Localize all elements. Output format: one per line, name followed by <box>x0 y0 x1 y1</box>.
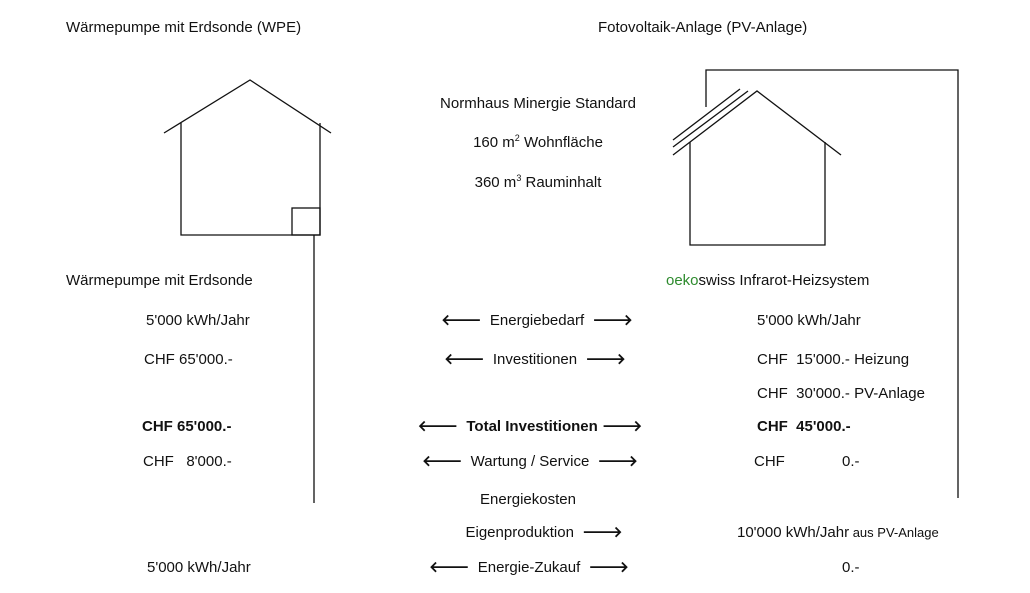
pv-cable-line <box>705 69 959 498</box>
energy-demand-label: 🡐 Energiebedarf 🡒 <box>441 312 633 329</box>
left-system-heading: Wärmepumpe mit Erdsonde <box>66 272 253 289</box>
arrow-left-icon: 🡐 <box>417 418 459 435</box>
right-self-production: 10'000 kWh/Jahr aus PV-Anlage <box>737 524 939 541</box>
right-maintenance-value: 0.- <box>842 453 860 470</box>
left-energy-purchase: 5'000 kWh/Jahr <box>147 559 251 576</box>
right-investment-heating: CHF 15'000.- Heizung <box>757 351 910 368</box>
brand-name-green: oeko <box>666 272 699 289</box>
left-house-icon <box>163 79 332 503</box>
right-title: Fotovoltaik-Anlage (PV-Anlage) <box>598 19 808 36</box>
energy-costs-label: Energiekosten <box>480 491 576 508</box>
left-total-investment: CHF 65'000.- <box>142 418 232 435</box>
arrow-left-icon: 🡐 <box>444 351 485 368</box>
maintenance-label: 🡐 Wartung / Service 🡒 <box>422 453 638 470</box>
investment-label: 🡐 Investitionen 🡒 <box>444 351 626 368</box>
brand-name-dark: swiss <box>698 272 736 289</box>
right-house-icon <box>672 69 959 498</box>
self-production-label: Eigenproduktion 🡒 <box>465 524 623 541</box>
left-title: Wärmepumpe mit Erdsonde (WPE) <box>66 19 302 36</box>
room-volume-label: 360 m3 Rauminhalt <box>474 173 602 192</box>
arrow-left-icon: 🡐 <box>422 453 463 470</box>
energy-purchase-label: 🡐 Energie-Zukauf 🡒 <box>429 559 629 576</box>
heat-pump-box <box>291 207 321 236</box>
arrow-right-icon: 🡒 <box>588 559 629 576</box>
left-investment: CHF 65'000.- <box>144 351 233 368</box>
solar-panel-line-2 <box>672 90 749 148</box>
left-energy-demand: 5'000 kWh/Jahr <box>146 312 250 329</box>
arrow-right-icon: 🡒 <box>585 351 626 368</box>
arrow-right-icon: 🡒 <box>582 524 623 541</box>
arrow-right-icon: 🡒 <box>601 418 643 435</box>
arrow-right-icon: 🡒 <box>592 312 633 329</box>
right-total-investment: CHF 45'000.- <box>757 418 851 435</box>
arrow-left-icon: 🡐 <box>429 559 470 576</box>
right-system-heading: oekoswiss Infrarot-Heizsystem <box>666 272 870 289</box>
arrow-right-icon: 🡒 <box>597 453 638 470</box>
left-maintenance: CHF 8'000.- <box>143 453 232 470</box>
right-maintenance-currency: CHF <box>754 453 785 470</box>
arrow-left-icon: 🡐 <box>441 312 482 329</box>
total-investment-label: 🡐 Total Investitionen 🡒 <box>417 418 643 435</box>
living-area-label: 160 m2 Wohnfläche <box>473 133 603 152</box>
right-energy-demand: 5'000 kWh/Jahr <box>757 312 861 329</box>
right-energy-purchase: 0.- <box>842 559 860 576</box>
house-standard-label: Normhaus Minergie Standard <box>440 95 636 112</box>
solar-panel-line-1 <box>672 88 741 141</box>
right-investment-pv: CHF 30'000.- PV-Anlage <box>757 385 925 402</box>
